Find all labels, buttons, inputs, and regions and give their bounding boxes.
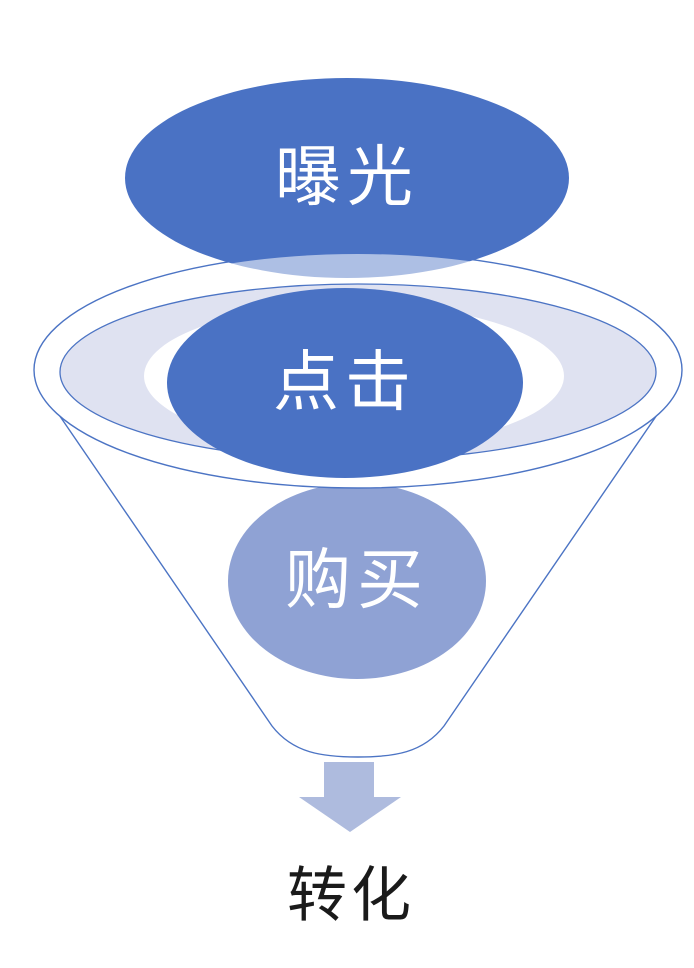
down-arrow-icon (299, 762, 401, 832)
stage-click-label: 点击 (273, 347, 417, 420)
stage-exposure-ellipse (125, 78, 569, 278)
stage-purchase-label: 购买 (285, 545, 429, 618)
stage-purchase-ellipse (228, 483, 486, 679)
funnel-cone-outline (41, 389, 675, 758)
conversion-caption: 转化 (287, 863, 415, 929)
stage-exposure-label: 曝光 (275, 142, 419, 215)
stage-click-ellipse (167, 288, 523, 478)
